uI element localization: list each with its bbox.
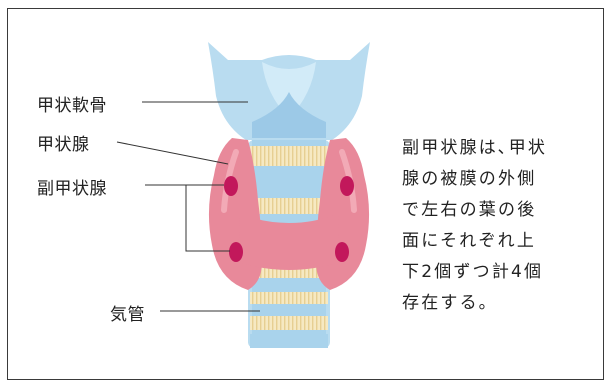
parathyroid-upper-left (224, 176, 238, 196)
parathyroid-lower-right (335, 242, 349, 262)
leader-thyroid-gland (117, 142, 228, 164)
label-parathyroid: 副甲状腺 (37, 174, 107, 199)
description-line: 面にそれぞれ上 (402, 226, 580, 257)
description-line: 下2個ずつ計4個 (402, 257, 580, 288)
parathyroid-lower-left (229, 242, 243, 262)
trachea-ring (250, 198, 328, 214)
parathyroid-upper-right (340, 176, 354, 196)
trachea-ring (250, 292, 328, 304)
description-line: で左右の葉の後 (402, 195, 580, 226)
thyroid-cartilage (208, 42, 370, 140)
label-trachea: 気管 (110, 300, 145, 325)
description-text: 副甲状腺は､甲状 腺の被膜の外側 で左右の葉の後 面にそれぞれ上 下2個ずつ計4… (402, 133, 580, 319)
trachea-ring (250, 146, 328, 166)
description-line: 副甲状腺は､甲状 (402, 133, 580, 164)
description-line: 存在する｡ (402, 288, 580, 319)
trachea-ring (250, 316, 328, 330)
description-line: 腺の被膜の外側 (402, 164, 580, 195)
label-thyroid-cartilage: 甲状軟骨 (37, 91, 107, 116)
label-thyroid-gland: 甲状腺 (37, 130, 90, 155)
